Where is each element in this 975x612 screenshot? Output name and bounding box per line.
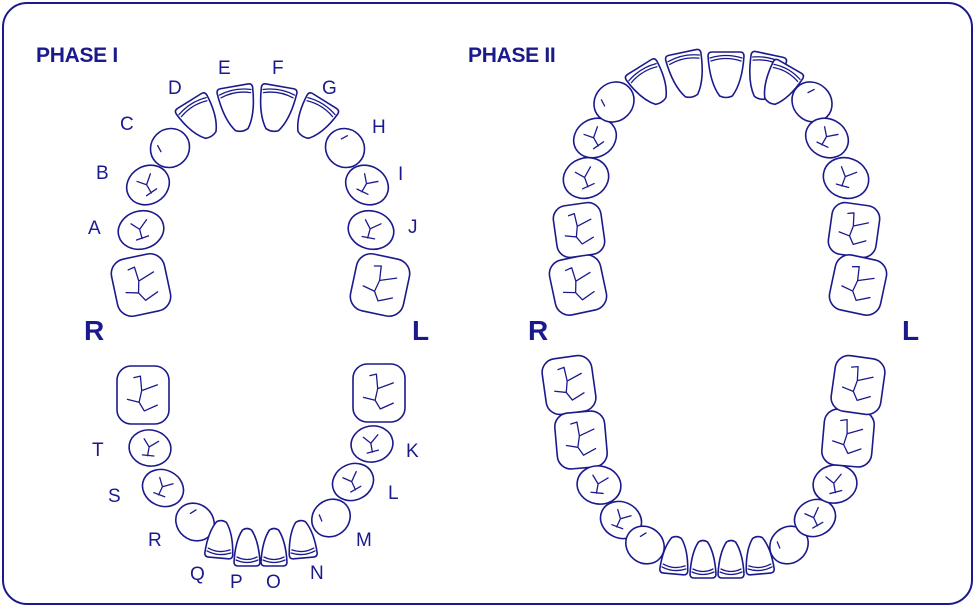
- tooth-label-d: D: [168, 78, 182, 99]
- tooth-label-s: S: [108, 486, 121, 507]
- tooth-p2l-2: [554, 410, 609, 470]
- tooth-label-q: Q: [190, 564, 205, 585]
- tooth-k-2: [353, 364, 405, 422]
- tooth-label-t: T: [92, 440, 104, 461]
- molar-outline: [547, 252, 610, 318]
- molar-outline: [348, 251, 413, 319]
- tooth-p2u-1: [547, 252, 610, 318]
- phase2-left-label: L: [902, 315, 919, 346]
- tooth-label-c: C: [120, 114, 134, 135]
- phase2-title: PHASE II: [468, 44, 555, 67]
- tooth-t-2: [117, 366, 169, 424]
- tooth-label-g: G: [322, 78, 337, 99]
- tooth-j-2: [348, 251, 413, 319]
- tooth-label-e: E: [218, 58, 231, 79]
- molar-outline: [117, 366, 169, 424]
- tooth-p2l-13: [821, 408, 876, 468]
- tooth-p2l-14: [829, 354, 886, 416]
- tooth-p2l-1: [540, 354, 597, 416]
- tooth-label-r: R: [148, 530, 162, 551]
- molar-outline: [829, 354, 886, 416]
- tooth-label-o: O: [266, 572, 281, 593]
- tooth-a-2: [109, 251, 174, 319]
- tooth-label-j: J: [408, 217, 418, 238]
- tooth-label-m: M: [356, 530, 372, 551]
- tooth-p2u-2: [552, 201, 607, 259]
- molar-outline: [353, 364, 405, 422]
- tooth-p2u-14: [827, 201, 882, 259]
- molar-outline: [827, 201, 882, 259]
- tooth-label-n: N: [310, 563, 324, 584]
- phase2-right-label: R: [528, 315, 548, 346]
- tooth-label-i: I: [398, 164, 403, 185]
- tooth-label-a: A: [88, 218, 101, 239]
- tooth-label-h: H: [372, 117, 386, 138]
- molar-outline: [109, 251, 174, 319]
- molar-outline: [827, 252, 890, 318]
- phase1-title: PHASE I: [36, 44, 118, 67]
- tooth-label-l: L: [388, 483, 399, 504]
- tooth-label-f: F: [272, 58, 284, 79]
- tooth-label-k: K: [406, 441, 419, 462]
- molar-outline: [552, 201, 607, 259]
- phase1-left-label: L: [412, 315, 429, 346]
- molar-outline: [821, 408, 876, 468]
- tooth-label-p: P: [230, 572, 243, 593]
- tooth-label-b: B: [96, 163, 109, 184]
- molar-outline: [540, 354, 597, 416]
- tooth-p2u-15: [827, 252, 890, 318]
- phase1-right-label: R: [84, 315, 104, 346]
- molar-outline: [554, 410, 609, 470]
